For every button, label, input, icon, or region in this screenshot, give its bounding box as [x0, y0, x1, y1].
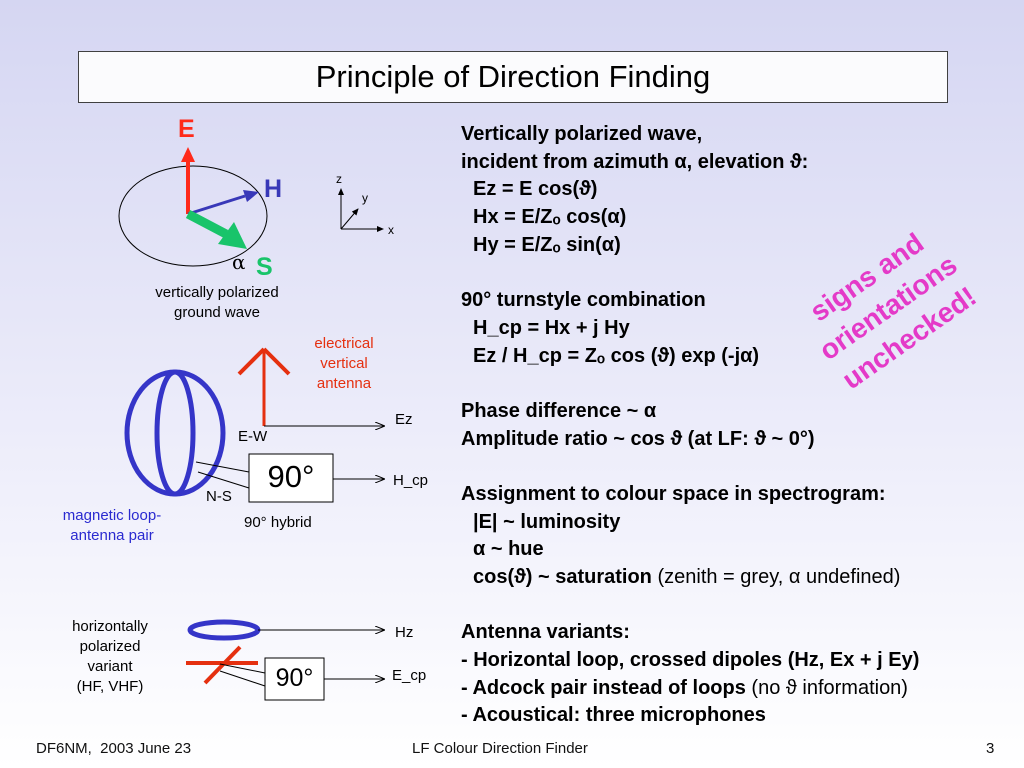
explanation-text: Vertically polarized wave, incident from…	[461, 121, 991, 730]
wave-caption-line1: vertically polarized	[155, 284, 279, 301]
ecp-output-label: E_cp	[392, 667, 427, 684]
text-line: - Horizontal loop, crossed dipoles (Hz, …	[461, 649, 920, 672]
hz-output-label: Hz	[395, 624, 414, 641]
text-line: Ez = E cos(ϑ)	[473, 178, 598, 201]
text-part: - Adcock pair instead of loops	[461, 676, 746, 699]
ns-label: N-S	[206, 488, 232, 505]
e-vector	[181, 147, 195, 214]
wave-caption: vertically polarized ground wave	[130, 283, 304, 323]
wave-caption-line2: ground wave	[174, 304, 260, 321]
text-part: cos(ϑ) ~ saturation	[473, 566, 652, 588]
loop-antenna-label: magnetic loop- antenna pair	[40, 506, 184, 546]
text-line: cos(ϑ) ~ saturation (zenith = grey, α un…	[461, 564, 991, 592]
hybrid-box	[248, 453, 334, 503]
axis-y-label: y	[362, 191, 368, 205]
text-part: (zenith = grey, α undefined)	[651, 566, 901, 588]
electrical-line1: electrical	[314, 335, 374, 352]
text-line: Ez / H_cp = Zₒ cos (ϑ) exp (-jα)	[473, 344, 760, 367]
variant-line1: horizontally	[72, 618, 148, 635]
hybrid-caption: 90° hybrid	[244, 514, 312, 531]
alpha-label: α	[232, 250, 246, 274]
variant-line2: polarized	[79, 638, 141, 655]
ground-ellipse	[118, 165, 268, 267]
s-label: S	[256, 253, 273, 281]
text-line: incident from azimuth α, elevation ϑ:	[461, 150, 809, 173]
s-vector	[185, 210, 247, 249]
hcp-output-label: H_cp	[393, 472, 429, 489]
ew-label: E-W	[238, 428, 268, 445]
text-line: Hx = E/Zₒ cos(α)	[473, 206, 627, 229]
electrical-line2: vertical	[320, 355, 368, 372]
text-line: Antenna variants:	[461, 621, 630, 644]
text-part: (no ϑ information)	[745, 676, 908, 699]
title-box: Principle of Direction Finding	[78, 51, 948, 103]
text-line: Phase difference ~ α	[461, 399, 657, 422]
text-line: 90° turnstyle combination	[461, 289, 706, 312]
text-line: - Adcock pair instead of loops (no ϑ inf…	[461, 675, 991, 703]
loop-antenna-symbol	[124, 369, 226, 497]
loop-line1: magnetic loop-	[62, 507, 162, 524]
ez-output-label: Ez	[395, 411, 413, 428]
variant-hybrid-value: 90°	[275, 664, 314, 692]
loop-line2: antenna pair	[70, 527, 154, 544]
text-line: - Acoustical: three microphones	[461, 704, 766, 727]
text-line: α ~ hue	[473, 538, 544, 561]
text-line: Assignment to colour space in spectrogra…	[461, 482, 886, 505]
h-label: H	[264, 175, 283, 203]
e-label: E	[178, 115, 195, 143]
footer-title: LF Colour Direction Finder	[412, 740, 588, 757]
slide-title: Principle of Direction Finding	[315, 59, 711, 94]
axis-x-label: x	[388, 223, 394, 237]
footer-page-number: 3	[986, 740, 995, 757]
crossed-dipoles-symbol	[186, 645, 258, 685]
electrical-antenna-label: electrical vertical antenna	[292, 334, 396, 394]
variant-line3: variant	[87, 658, 133, 675]
electrical-antenna-symbol	[237, 347, 291, 426]
axis-z-label: z	[336, 172, 342, 186]
footer-author-date: DF6NM, 2003 June 23	[36, 740, 192, 757]
h-vector	[187, 190, 259, 216]
text-line: Hy = E/Zₒ sin(α)	[473, 233, 621, 256]
axes-symbol	[338, 188, 384, 232]
horizontal-loop-symbol	[187, 619, 261, 641]
variant-label: horizontally polarized variant (HF, VHF)	[50, 617, 170, 697]
text-line: Amplitude ratio ~ cos ϑ (at LF: ϑ ~ 0°)	[461, 427, 815, 450]
hybrid-value: 90°	[267, 459, 315, 494]
variant-hybrid-box	[264, 657, 325, 701]
variant-line4: (HF, VHF)	[76, 678, 144, 695]
text-line: Vertically polarized wave,	[461, 123, 703, 145]
text-line: |E| ~ luminosity	[473, 510, 621, 533]
text-line: H_cp = Hx + j Hy	[473, 316, 630, 339]
electrical-line3: antenna	[316, 375, 372, 392]
